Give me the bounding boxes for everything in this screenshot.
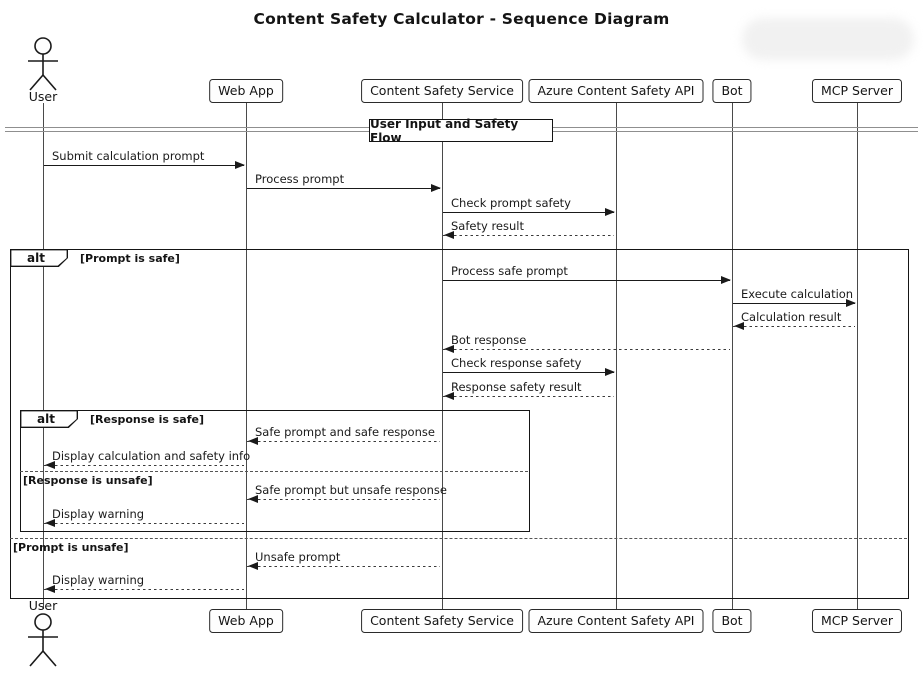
message-line xyxy=(733,303,855,305)
message-arrowhead xyxy=(605,368,615,376)
lifeline-mcp xyxy=(857,103,859,609)
message-label: Execute calculation xyxy=(741,287,854,301)
alt-frame-inner-else-divider xyxy=(20,471,528,472)
message-label: Process prompt xyxy=(255,172,345,186)
message-line xyxy=(733,326,855,328)
message-label: Calculation result xyxy=(741,310,842,324)
message-arrowhead xyxy=(248,437,258,445)
message-line xyxy=(44,523,244,525)
participant-top-webapp: Web App xyxy=(209,79,283,103)
message-arrowhead xyxy=(45,519,55,527)
message-arrowhead xyxy=(248,562,258,570)
message-line xyxy=(443,396,614,398)
message-arrowhead xyxy=(45,585,55,593)
message-line xyxy=(247,566,440,568)
message-arrowhead xyxy=(248,495,258,503)
diagram-title: Content Safety Calculator - Sequence Dia… xyxy=(253,10,670,28)
message-line xyxy=(44,589,244,591)
participant-top-bot: Bot xyxy=(712,79,752,103)
lifeline-css xyxy=(442,103,444,609)
alt-frame-outer-else-guard: [Prompt is unsafe] xyxy=(13,541,129,554)
participant-bottom-azure: Azure Content Safety API xyxy=(528,609,704,633)
message-arrowhead xyxy=(235,161,245,169)
message-label: Display warning xyxy=(52,507,145,521)
participant-bottom-webapp: Web App xyxy=(209,609,283,633)
participant-top-azure: Azure Content Safety API xyxy=(528,79,704,103)
message-line xyxy=(44,465,244,467)
lifeline-webapp xyxy=(246,103,248,609)
message-arrowhead xyxy=(431,184,441,192)
alt-frame-outer-operator: alt xyxy=(11,250,67,266)
message-label: Safe prompt but unsafe response xyxy=(255,483,447,497)
alt-frame-inner-operator: alt xyxy=(21,411,77,427)
participant-top-user: User xyxy=(28,89,58,104)
actor-figure-bottom-user xyxy=(25,612,61,672)
message-label: Bot response xyxy=(451,333,527,347)
message-line xyxy=(443,212,614,214)
alt-frame-outer-else-divider xyxy=(10,538,907,539)
message-arrowhead xyxy=(444,392,454,400)
message-arrowhead xyxy=(45,461,55,469)
lifeline-user xyxy=(43,103,45,609)
participant-bottom-bot: Bot xyxy=(712,609,752,633)
watermark-blob xyxy=(742,18,914,60)
lifeline-azure xyxy=(616,103,618,609)
actor-figure-top-user xyxy=(25,36,61,96)
message-label: Check response safety xyxy=(451,356,582,370)
message-line xyxy=(44,165,244,167)
alt-frame-outer-tab: alt xyxy=(10,249,68,267)
alt-frame-inner-tab: alt xyxy=(20,410,78,428)
section-divider-label: User Input and Safety Flow xyxy=(369,117,553,145)
message-arrowhead xyxy=(846,299,856,307)
message-arrowhead xyxy=(721,276,731,284)
participant-bottom-user: User xyxy=(28,598,58,613)
lifeline-bot xyxy=(732,103,734,609)
message-arrowhead xyxy=(444,231,454,239)
message-label: Display calculation and safety info xyxy=(52,449,251,463)
message-label: Check prompt safety xyxy=(451,196,571,210)
message-line xyxy=(247,499,440,501)
message-line xyxy=(443,280,730,282)
message-label: Unsafe prompt xyxy=(255,550,341,564)
message-line xyxy=(443,372,614,374)
message-label: Safe prompt and safe response xyxy=(255,425,435,439)
alt-frame-outer xyxy=(10,249,909,599)
message-arrowhead xyxy=(444,345,454,353)
message-label: Safety result xyxy=(451,219,524,233)
participant-bottom-mcp: MCP Server xyxy=(811,609,903,633)
message-line xyxy=(247,441,440,443)
message-arrowhead xyxy=(605,208,615,216)
participant-bottom-css: Content Safety Service xyxy=(361,609,523,633)
message-label: Submit calculation prompt xyxy=(52,149,205,163)
participant-top-mcp: MCP Server xyxy=(811,79,903,103)
message-line xyxy=(443,349,730,351)
message-label: Response safety result xyxy=(451,380,582,394)
alt-frame-outer-guard: [Prompt is safe] xyxy=(80,252,180,265)
alt-frame-inner-guard: [Response is safe] xyxy=(90,413,204,426)
message-label: Display warning xyxy=(52,573,145,587)
participant-top-css: Content Safety Service xyxy=(361,79,523,103)
message-arrowhead xyxy=(734,322,744,330)
message-line xyxy=(247,188,440,190)
message-label: Process safe prompt xyxy=(451,264,568,278)
message-line xyxy=(443,235,614,237)
alt-frame-inner-else-guard: [Response is unsafe] xyxy=(23,474,153,487)
